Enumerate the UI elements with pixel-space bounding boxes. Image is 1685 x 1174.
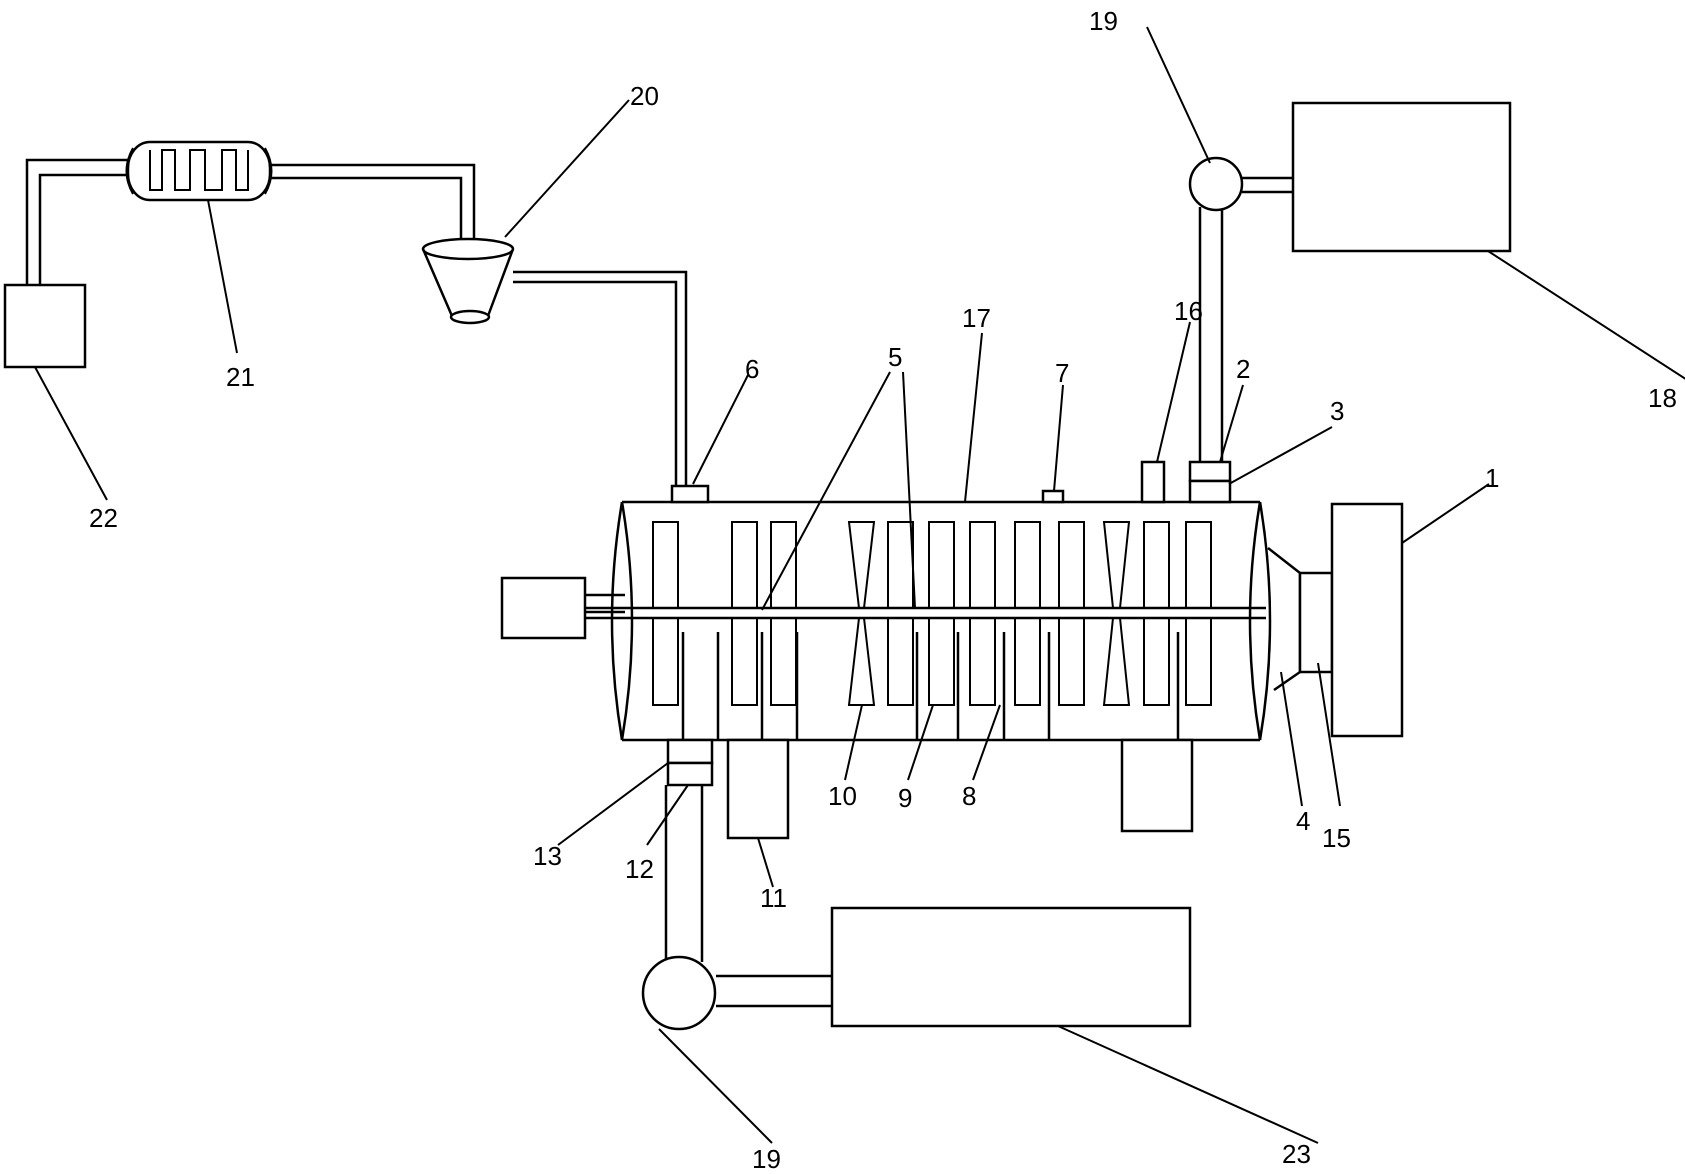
inlet-port-6 bbox=[670, 484, 710, 504]
collector-box-23 bbox=[830, 906, 1192, 1028]
support-leg-right bbox=[1120, 738, 1194, 833]
upper-blades bbox=[652, 521, 1212, 609]
left-motor-box bbox=[500, 576, 587, 640]
heating-tubes bbox=[681, 632, 1180, 740]
label-6: 6 bbox=[745, 354, 759, 384]
label-18: 18 bbox=[1648, 383, 1677, 413]
pipe-19-to-18 bbox=[1242, 176, 1293, 194]
pump-19-bottom bbox=[641, 955, 717, 1031]
tank-box-18 bbox=[1291, 101, 1512, 253]
support-leg-11 bbox=[726, 738, 790, 840]
label-10: 10 bbox=[828, 781, 857, 811]
pipe-19-to-23 bbox=[716, 974, 832, 1008]
label-11: 11 bbox=[760, 883, 787, 913]
coupling-15 bbox=[1298, 571, 1334, 674]
outlet-13 bbox=[666, 738, 714, 765]
label-21: 21 bbox=[226, 362, 255, 392]
pump-19-top bbox=[1188, 156, 1244, 212]
pipe-22-to-21 bbox=[25, 158, 128, 285]
source-box-22 bbox=[3, 283, 87, 369]
hopper-20 bbox=[421, 237, 515, 325]
label-9: 9 bbox=[898, 783, 912, 813]
leader-lines bbox=[34, 26, 1685, 1144]
heat-exchanger-21 bbox=[125, 140, 273, 202]
outlet-valve-12 bbox=[666, 761, 714, 787]
label-5a: 5 bbox=[888, 342, 902, 372]
label-3: 3 bbox=[1330, 396, 1344, 426]
part-labels: 1 2 3 4 5 5 6 7 8 9 10 11 12 13 15 16 17… bbox=[89, 6, 1677, 1174]
label-1: 1 bbox=[1485, 463, 1499, 493]
left-motor-shaft bbox=[585, 593, 625, 614]
pipe-12-to-19 bbox=[664, 785, 704, 962]
label-20: 20 bbox=[630, 81, 659, 111]
label-16: 16 bbox=[1174, 296, 1203, 326]
pipe-19-to-2 bbox=[1198, 207, 1224, 462]
port-7 bbox=[1041, 489, 1065, 504]
drum-shaft bbox=[585, 606, 1266, 620]
drive-cone-4 bbox=[1267, 547, 1302, 692]
label-19-bottom: 19 bbox=[752, 1144, 781, 1174]
drive-motor-1 bbox=[1330, 502, 1404, 738]
label-13: 13 bbox=[533, 841, 562, 871]
label-7: 7 bbox=[1055, 358, 1069, 388]
label-19-top: 19 bbox=[1089, 6, 1118, 36]
label-17: 17 bbox=[962, 303, 991, 333]
port-16 bbox=[1140, 460, 1166, 504]
pipe-20-to-6 bbox=[513, 270, 688, 486]
label-8: 8 bbox=[962, 781, 976, 811]
label-23: 23 bbox=[1282, 1139, 1311, 1169]
label-15: 15 bbox=[1322, 823, 1351, 853]
flange-3 bbox=[1188, 479, 1232, 504]
label-22: 22 bbox=[89, 503, 118, 533]
valve-2 bbox=[1188, 460, 1232, 483]
label-2: 2 bbox=[1236, 354, 1250, 384]
label-4: 4 bbox=[1296, 806, 1310, 836]
lower-blades bbox=[652, 617, 1212, 706]
label-12: 12 bbox=[625, 854, 654, 884]
pipe-21-to-20 bbox=[270, 163, 476, 248]
